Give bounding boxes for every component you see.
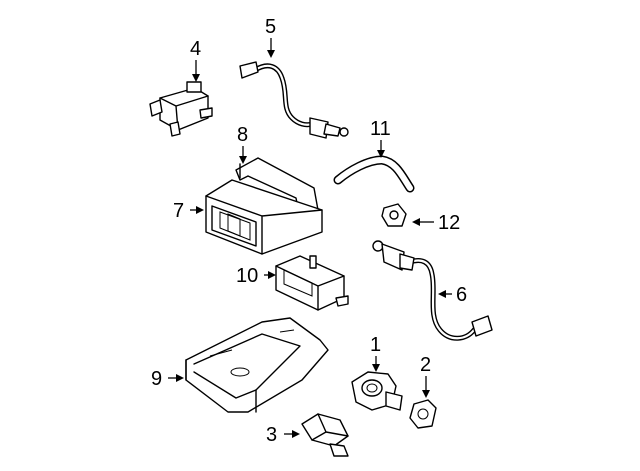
callout-3: 3 (266, 424, 277, 446)
callout-4: 4 (190, 38, 201, 60)
part-5-oxygen-sensor (239, 61, 349, 139)
part-11-hose (333, 155, 415, 193)
part-10-filter (275, 255, 349, 311)
part-7-canister (205, 179, 323, 255)
part-9-tray (185, 317, 329, 413)
part-12-check-valve (381, 203, 407, 227)
part-1-valve (351, 371, 403, 411)
callout-9: 9 (151, 368, 162, 390)
callout-6: 6 (456, 284, 467, 306)
callout-1: 1 (370, 334, 381, 356)
callout-11: 11 (370, 118, 391, 140)
leader-lines (168, 38, 452, 438)
callout-10: 10 (236, 265, 258, 287)
part-4-purge-valve (149, 81, 213, 137)
callout-7: 7 (173, 200, 184, 222)
callout-8: 8 (237, 124, 248, 146)
callout-5: 5 (265, 16, 276, 38)
part-6-oxygen-sensor (372, 240, 493, 341)
part-3-bracket (301, 413, 349, 457)
callout-2: 2 (420, 354, 431, 376)
callout-12: 12 (438, 212, 460, 234)
part-2-gasket (409, 399, 437, 429)
